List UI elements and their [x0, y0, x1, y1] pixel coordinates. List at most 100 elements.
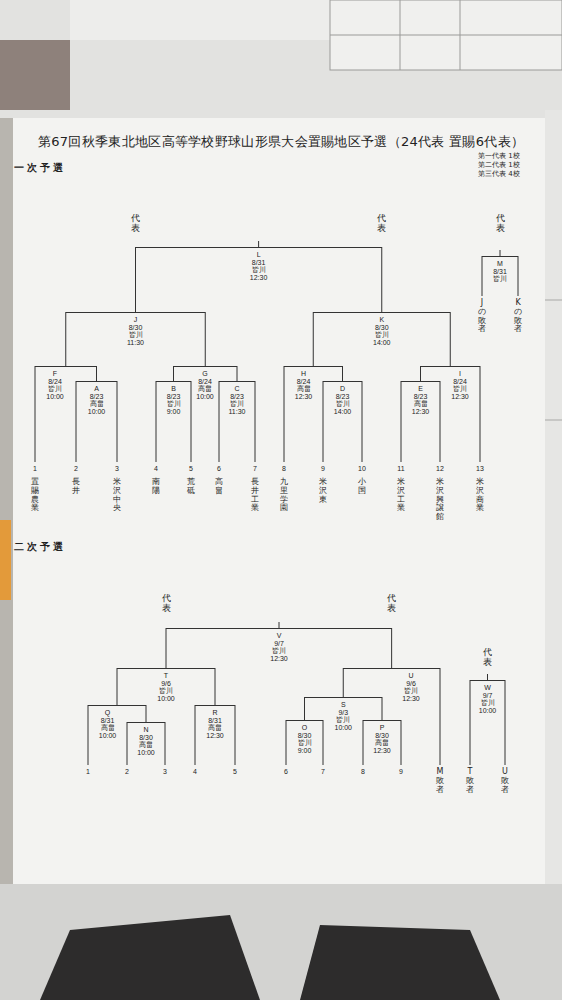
bracket-line: [96, 366, 97, 381]
section-heading: 二次予選: [14, 541, 66, 554]
match-info: 12:30: [270, 655, 288, 663]
match-letter: F: [46, 370, 64, 378]
team-slot: 5: [225, 765, 245, 776]
match-info: 皆川: [334, 400, 352, 408]
match-letter: O: [298, 724, 312, 732]
match-letter: Q: [99, 709, 117, 717]
bracket-line: [146, 705, 147, 722]
representative-label: 代表: [387, 594, 396, 614]
team-slot: 12米沢興譲館: [430, 462, 450, 522]
bracket-line: [165, 722, 166, 765]
bracket-line: [450, 312, 451, 366]
match-bracket: M8/31皆川: [482, 256, 518, 285]
match-info-group: T9/6皆川10:00: [157, 672, 175, 702]
match-info-group: G8/24高畠10:00: [196, 370, 214, 400]
match-info: 皆川: [250, 266, 268, 274]
match-info: 高畠: [88, 400, 106, 408]
match-bracket: H8/24高畠12:30: [284, 366, 343, 402]
slot-number: 3: [155, 768, 175, 776]
match-info: 8/23: [334, 393, 352, 401]
bracket-line: [480, 366, 481, 462]
match-info: 9/3: [334, 709, 352, 717]
bracket-line: [362, 381, 363, 462]
bracket-line: [381, 247, 382, 312]
match-info: 8/24: [46, 378, 64, 386]
paper-sheet: [70, 0, 330, 40]
team-name: 荒砥: [187, 478, 195, 496]
match-info: 8/31: [250, 259, 268, 267]
match-info-group: V9/7皆川12:30: [270, 632, 288, 662]
representative-label: 代表: [496, 214, 505, 234]
bracket-line: [505, 680, 506, 765]
match-info-group: U9/6皆川12:30: [402, 672, 420, 702]
bracket-line: [440, 668, 441, 765]
team-name: T敗者: [466, 768, 474, 794]
slot-number: 9: [391, 768, 411, 776]
match-letter: D: [334, 385, 352, 393]
match-info: 高畠: [99, 724, 117, 732]
bracket-line: [323, 720, 324, 765]
slot-number: 11: [391, 465, 411, 473]
representative-label: 代表: [131, 214, 140, 234]
match-info-group: J8/30皆川11:30: [127, 316, 144, 346]
team-slot: 9: [391, 765, 411, 776]
team-slot: 6高畠: [209, 462, 229, 496]
match-bracket: B8/23皆川9:00: [156, 381, 191, 417]
match-info-group: C8/23皆川11:30: [229, 385, 246, 415]
match-bracket: S9/3皆川10:00: [305, 697, 383, 733]
slot-number: 4: [185, 768, 205, 776]
match-info: 12:30: [250, 274, 268, 282]
match-info: 9/6: [402, 680, 420, 688]
match-info-group: I8/24皆川12:30: [451, 370, 469, 400]
match-letter: A: [88, 385, 106, 393]
match-info: 10:00: [479, 707, 497, 715]
team-name: 米沢東: [319, 478, 327, 504]
match-info: 10:00: [46, 393, 64, 401]
match-info: 10:00: [157, 695, 175, 703]
match-info-group: E8/23高畠12:30: [412, 385, 430, 415]
team-slot: 9米沢東: [313, 462, 333, 504]
papers-above: [0, 0, 562, 120]
match-info: 9/6: [157, 680, 175, 688]
dark-shape: [40, 915, 260, 1000]
match-info: 12:30: [412, 408, 430, 416]
slot-number: 7: [245, 465, 265, 473]
bracket-line: [518, 256, 519, 296]
team-name: 長井工業: [251, 478, 259, 513]
match-info: 皆川: [298, 739, 312, 747]
match-info: 皆川: [270, 647, 288, 655]
match-info-group: K8/30皆川14:00: [373, 316, 391, 346]
team-name: M敗者: [436, 768, 444, 794]
match-bracket: O8/30皆川9:00: [286, 720, 323, 756]
section-heading: 一次予選: [14, 162, 66, 175]
match-bracket: F8/24皆川10:00: [35, 366, 97, 402]
match-info: 高畠: [196, 385, 214, 393]
match-info: 9:00: [298, 747, 312, 755]
match-info: 皆川: [229, 400, 246, 408]
match-info: 8/23: [167, 393, 181, 401]
match-info: 12:30: [402, 695, 420, 703]
team-slot: U敗者: [495, 765, 515, 794]
match-info-group: L8/31皆川12:30: [250, 251, 268, 281]
slot-number: 8: [353, 768, 373, 776]
orange-sign: [0, 520, 11, 600]
team-slot: 1: [78, 765, 98, 776]
match-letter: H: [295, 370, 313, 378]
match-info: 高畠: [206, 724, 224, 732]
match-info: 9:00: [167, 408, 181, 416]
photo-corner: [0, 40, 70, 110]
match-info: 11:30: [229, 408, 246, 416]
match-info: 12:30: [451, 393, 469, 401]
team-name: 南陽: [152, 478, 160, 496]
team-name: 小国: [358, 478, 366, 496]
match-info: 高畠: [295, 385, 313, 393]
match-info: 皆川: [334, 716, 352, 724]
match-info: 8/23: [88, 393, 106, 401]
match-bracket: J8/30皆川11:30: [66, 312, 206, 348]
match-info-group: N8/30高畠10:00: [137, 726, 155, 756]
match-info-group: Q8/31高畠10:00: [99, 709, 117, 739]
bracket-line: [382, 697, 383, 720]
slot-number: 5: [181, 465, 201, 473]
match-info: 8/31: [493, 268, 507, 276]
